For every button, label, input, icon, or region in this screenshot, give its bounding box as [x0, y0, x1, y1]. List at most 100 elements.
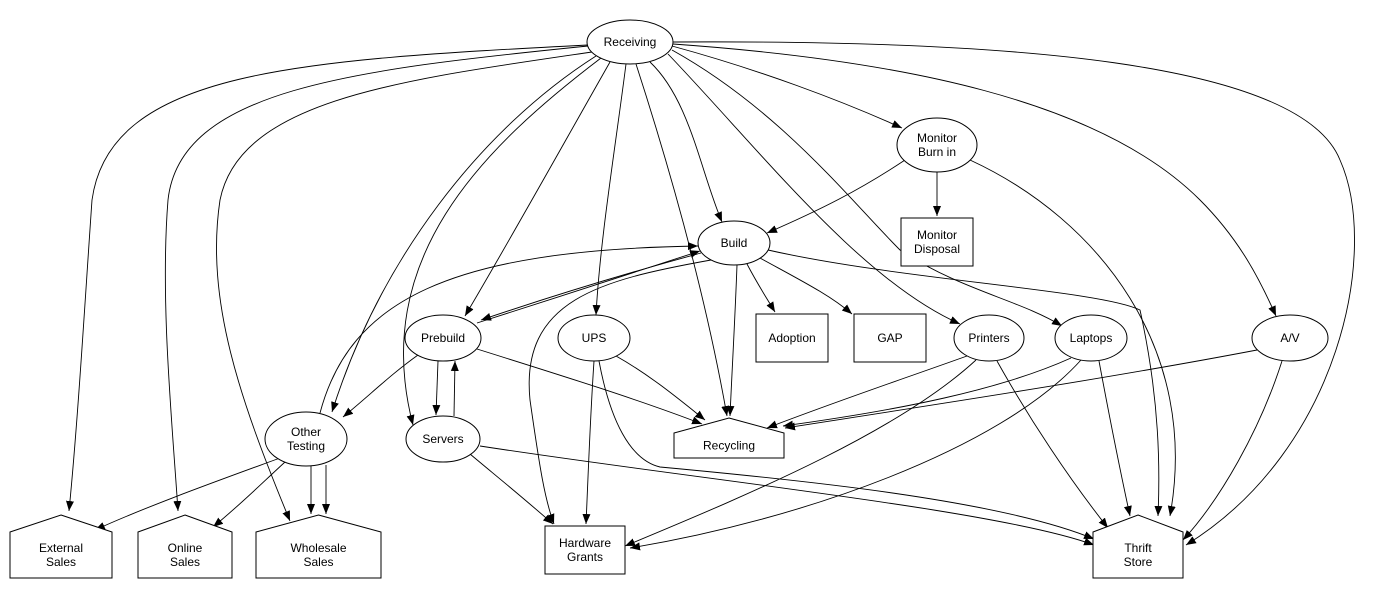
edge-build-to-prebuild: [480, 252, 702, 321]
edge-servers-to-thrift-store: [479, 445, 1095, 546]
node-label: GAP: [877, 331, 902, 345]
edge-other-testing-to-build: [319, 242, 699, 414]
node-label: Monitor: [917, 131, 957, 145]
edge-printers-to-hardware-grants: [624, 359, 977, 547]
edge-laptops-to-thrift-store: [1098, 360, 1132, 517]
edge-receiving-to-online-sales: [164, 45, 589, 512]
node-shape: [137, 514, 233, 579]
edge-ups-to-recycling: [615, 355, 706, 421]
node-label: Sales: [303, 555, 333, 569]
edge-servers-to-prebuild: [450, 360, 459, 417]
node-label: Laptops: [1070, 331, 1113, 345]
node-label: Sales: [170, 555, 200, 569]
edge-printers-to-thrift-store: [996, 360, 1109, 529]
node-label: Hardware: [559, 536, 611, 550]
node-shape: [953, 314, 1025, 362]
node-shape: [1251, 314, 1329, 362]
node-prebuild: Prebuild: [404, 314, 482, 362]
edge-other-testing-to-online-sales: [212, 461, 286, 528]
node-label: Store: [1124, 555, 1153, 569]
edge-receiving-to-other-testing: [331, 55, 597, 413]
node-shape: [896, 117, 978, 173]
edge-receiving-to-laptops: [671, 49, 1063, 327]
node-recycling: Recycling: [673, 417, 785, 459]
edge-receiving-to-prebuild: [464, 61, 611, 317]
node-shape: [586, 19, 674, 65]
node-receiving: Receiving: [586, 19, 674, 65]
edge-receiving-to-av: [672, 43, 1277, 317]
edge-other-testing-to-external-sales: [94, 457, 281, 531]
node-shape: [1092, 514, 1184, 579]
node-shape: [544, 525, 626, 575]
node-label: Sales: [46, 555, 76, 569]
node-label: External: [39, 541, 83, 555]
edge-receiving-to-ups: [592, 63, 627, 316]
node-shape: [405, 415, 481, 463]
node-label: Recycling: [703, 439, 755, 453]
edge-ups-to-thrift-store: [598, 360, 1095, 540]
node-label: Online: [168, 541, 203, 555]
edge-receiving-to-monitor-burn-in: [671, 45, 903, 129]
node-label: Receiving: [604, 35, 657, 49]
node-shape: [255, 514, 382, 579]
node-label: Adoption: [768, 331, 815, 345]
edge-build-to-gap: [759, 257, 853, 315]
edge-prebuild-to-other-testing: [342, 354, 419, 418]
node-servers: Servers: [405, 415, 481, 463]
node-ups: UPS: [557, 314, 631, 362]
node-laptops: Laptops: [1054, 314, 1128, 362]
edge-prebuild-to-servers: [432, 360, 441, 416]
edge-av-to-thrift-store: [1182, 360, 1283, 541]
edge-receiving-to-printers: [667, 53, 961, 325]
edge-laptops-to-hardware-grants: [629, 359, 1082, 551]
edge-prebuild-to-recycling: [476, 348, 703, 425]
edge-monitor-burn-in-to-thrift-store: [969, 159, 1176, 517]
node-av: A/V: [1251, 314, 1329, 362]
edge-receiving-to-build: [649, 61, 723, 223]
node-build: Build: [697, 220, 771, 266]
edge-ups-to-hardware-grants: [582, 360, 595, 525]
node-label: Build: [721, 236, 748, 250]
edge-build-to-thrift-store: [767, 249, 1163, 517]
node-label: UPS: [582, 331, 607, 345]
node-shape: [264, 411, 348, 467]
edge-receiving-to-external-sales: [66, 44, 589, 512]
node-shape: [1054, 314, 1128, 362]
edge-servers-to-hardware-grants: [469, 453, 554, 525]
node-shape: [697, 220, 771, 266]
edge-build-to-recycling: [726, 264, 738, 417]
node-shape: [404, 314, 482, 362]
node-shape: [673, 417, 785, 459]
node-label: A/V: [1280, 331, 1299, 345]
node-label: Printers: [968, 331, 1009, 345]
edge-build-to-adoption: [746, 263, 776, 313]
edge-receiving-to-servers: [403, 57, 602, 426]
node-adoption: Adoption: [755, 313, 829, 363]
node-label: Burn in: [918, 145, 956, 159]
edge-av-to-recycling: [784, 349, 1258, 431]
node-shape: [9, 514, 113, 579]
node-label: Other: [291, 425, 321, 439]
edge-printers-to-recycling: [766, 355, 968, 429]
edge-receiving-to-wholesale-sales: [216, 51, 593, 522]
node-shape: [853, 313, 927, 363]
node-label: Servers: [422, 432, 463, 446]
node-label: Grants: [567, 550, 603, 564]
edge-build-to-hardware-grants: [528, 259, 712, 525]
node-label: Disposal: [914, 242, 960, 256]
edge-receiving-to-thrift-store: [672, 41, 1355, 546]
node-label: Thrift: [1124, 541, 1152, 555]
edge-prebuild-to-build: [476, 250, 701, 324]
node-printers: Printers: [953, 314, 1025, 362]
node-shape: [900, 217, 974, 267]
node-gap: GAP: [853, 313, 927, 363]
